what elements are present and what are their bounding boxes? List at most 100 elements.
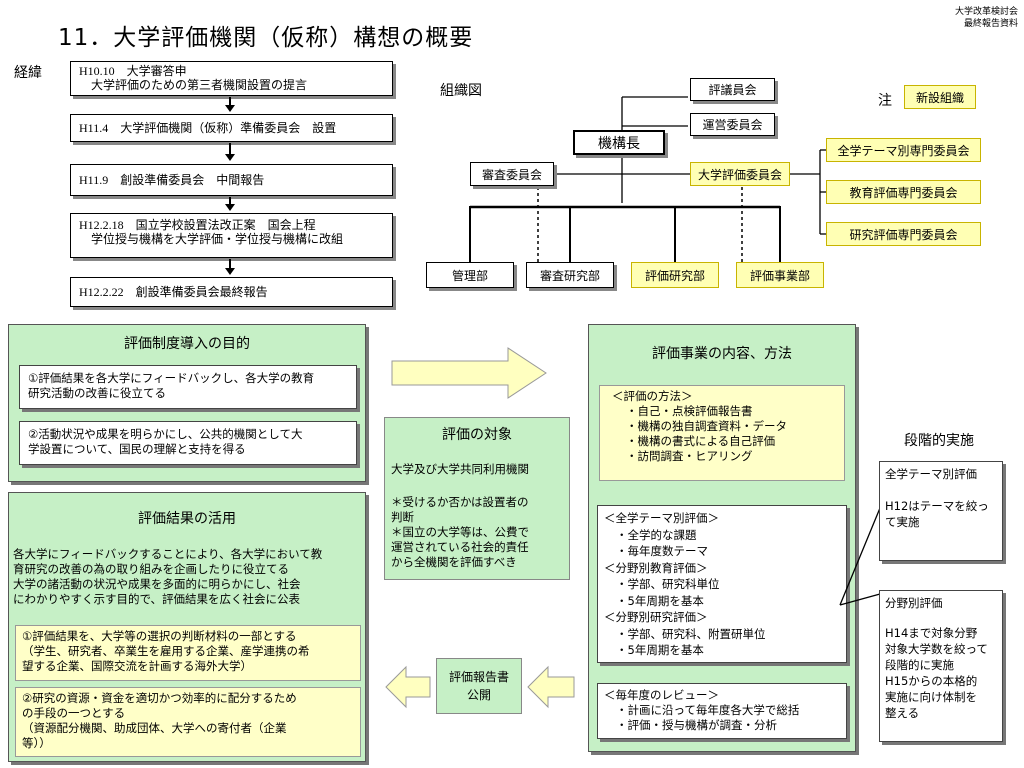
usage-item-text: （学生、研究者、卒業生を雇用する企業、産学連携の希 xyxy=(22,644,310,658)
eval-types-text: ・学部、研究科、附置研単位 xyxy=(616,626,766,641)
management-committee-box: 運営委員会 xyxy=(690,113,775,136)
eval-types-text: ＜全学テーマ別評価＞ xyxy=(604,511,719,525)
usage-item-text: （資源配分機関、助成団体、大学への寄付者（企業 xyxy=(22,721,287,735)
org-connectors xyxy=(469,96,826,262)
timeline-text: H10.10 大学審答申 xyxy=(79,64,187,78)
eval-committee-box: 大学評価委員会 xyxy=(690,162,790,186)
usage-panel: 評価結果の活用 各大学にフィードバックすることにより、各大学において教 育研究の… xyxy=(8,492,366,762)
department-box: 評価研究部 xyxy=(631,262,719,288)
council-box: 評議員会 xyxy=(690,78,775,101)
eval-types-text: ・5年周期を基本 xyxy=(616,593,704,608)
purpose-text: 研究活動の改善に役立てる xyxy=(28,386,166,400)
annual-text: ・計画に沿って毎年度各大学で総括 xyxy=(616,703,800,717)
eval-types-text: ＜分野別教育評価＞ xyxy=(604,560,708,575)
phased-text: 分野別評価 xyxy=(885,596,943,610)
annual-text: ・評価・授与機構が調査・分析 xyxy=(616,718,777,732)
phased-text: 段階的に実施 xyxy=(885,658,954,672)
timeline-arrow xyxy=(225,97,235,112)
annual-text: ＜毎年度のレビュー＞ xyxy=(604,688,719,702)
timeline-arrow xyxy=(225,259,235,275)
methods-text: ・自己・点検評価報告書 xyxy=(626,404,753,418)
methods-text: ・訪問調査・ヒアリング xyxy=(626,449,753,463)
usage-description: 各大学にフィードバックすることにより、各大学において教 育研究の改善の為の取り組… xyxy=(13,547,322,607)
phased-text: H15からの本格的 xyxy=(885,674,978,688)
report-text: 評価報告書 xyxy=(448,670,509,684)
usage-text: 大学の諸活動の状況や成果を多面的に明らかにし、社会 xyxy=(13,577,301,591)
usage-item: ①評価結果を、大学等の選択の判断材料の一部とする （学生、研究者、卒業生を雇用す… xyxy=(15,625,361,681)
department-box: 評価事業部 xyxy=(736,262,824,288)
timeline-text: 学位授与機構を大学評価・学位授与機構に改組 xyxy=(79,232,344,246)
corner-note: 大学改革検討会 最終報告資料 xyxy=(955,6,1018,30)
timeline-item: H11.9 創設準備委員会 中間報告 xyxy=(70,164,393,196)
phased-title: 段階的実施 xyxy=(904,433,974,449)
target-main: 大学及び大学共同利用機関 xyxy=(391,462,529,476)
timeline-text: H11.4 大学評価機関（仮称）準備委員会 設置 xyxy=(79,121,337,135)
timeline-item: H12.2.22 創設準備委員会最終報告 xyxy=(70,277,393,307)
eval-types-text: ・学部、研究科単位 xyxy=(616,577,720,591)
usage-text: にわかりやすく示す目的で、評価結果を広く社会に公表 xyxy=(13,592,301,606)
phased-text: 整える xyxy=(885,706,920,720)
usage-title: 評価結果の活用 xyxy=(138,511,236,527)
timeline-text: H11.9 創設準備委員会 中間報告 xyxy=(79,173,265,187)
phased-spacer xyxy=(885,611,997,625)
purpose-text: ①評価結果を各大学にフィードバックし、各大学の教育 xyxy=(28,371,315,385)
phased-text: 実施に向け体制を xyxy=(885,690,977,704)
phased-box-field: 分野別評価 H14まで対象分野 対象大学数を絞って 段階的に実施 H15からの本… xyxy=(879,590,1003,742)
expert-committee-box: 全学テーマ別専門委員会 xyxy=(826,138,981,162)
purpose-text: ②活動状況や成果を明らかにし、公共的機関として大 xyxy=(28,427,303,441)
eval-types-text: ・毎年度数テーマ xyxy=(616,544,708,558)
target-note-text: ＊受けるか否かは設置者の xyxy=(391,495,529,509)
eval-types-text: ・全学的な課題 xyxy=(616,527,697,542)
phased-box-theme: 全学テーマ別評価 H12はテーマを絞っ て実施 xyxy=(879,461,1003,561)
usage-text: 各大学にフィードバックすることにより、各大学において教 xyxy=(13,547,323,561)
usage-item: ②研究の資源・資金を適切かつ効率的に配分するため の手段の一つとする （資源配分… xyxy=(15,687,361,757)
page-title: 11．大学評価機関（仮称）構想の概要 xyxy=(58,25,474,51)
purpose-panel: 評価制度導入の目的 ①評価結果を各大学にフィードバックし、各大学の教育 研究活動… xyxy=(8,324,366,482)
timeline-text: H12.2.18 国立学校設置法改正案 国会上程 xyxy=(79,218,316,232)
target-note-text: 運営されている社会的責任 xyxy=(391,540,529,554)
methods-text: ＜評価の方法＞ xyxy=(612,389,693,403)
methods-box: ＜評価の方法＞ ・自己・点検評価報告書 ・機構の独自調査資料・データ ・機構の書… xyxy=(599,385,845,481)
phased-text: 対象大学数を絞って xyxy=(885,642,988,656)
methods-text: ・機構の書式による自己評価 xyxy=(626,434,776,448)
usage-item-text: 望する企業、国際交流を計画する海外大学） xyxy=(22,659,252,673)
left-arrow-icon xyxy=(527,665,575,709)
head-box: 機構長 xyxy=(573,130,665,155)
purpose-item: ①評価結果を各大学にフィードバックし、各大学の教育 研究活動の改善に役立てる xyxy=(19,365,357,409)
target-note-text: 判断 xyxy=(391,510,414,524)
phased-connectors xyxy=(839,507,881,606)
usage-item-text: の手段の一つとする xyxy=(22,706,126,720)
purpose-item: ②活動状況や成果を明らかにし、公共的機関として大 学設置について、国民の理解と支… xyxy=(19,421,357,465)
business-title: 評価事業の内容、方法 xyxy=(652,346,792,362)
phased-text: 全学テーマ別評価 xyxy=(885,467,977,481)
timeline-label: 経緯 xyxy=(14,65,42,81)
usage-text: 育研究の改善の為の取り組みを企画したりに役立てる xyxy=(13,562,289,576)
expert-committee-box: 教育評価専門委員会 xyxy=(826,180,981,204)
department-box: 審査研究部 xyxy=(526,262,614,288)
usage-item-text: 等）） xyxy=(22,736,51,750)
eval-types-text: ・5年周期を基本 xyxy=(616,643,704,657)
usage-item-text: ①評価結果を、大学等の選択の判断材料の一部とする xyxy=(22,629,297,643)
target-panel: 評価の対象 大学及び大学共同利用機関 ＊受けるか否かは設置者の 判断 ＊国立の大… xyxy=(384,417,570,580)
expert-committee-box: 研究評価専門委員会 xyxy=(826,222,981,246)
target-note-text: から全機関を評価すべき xyxy=(391,555,517,569)
new-org-legend: 新設組織 xyxy=(904,85,976,109)
left-arrow-icon xyxy=(385,665,431,709)
annual-review-box: ＜毎年度のレビュー＞ ・計画に沿って毎年度各大学で総括 ・評価・授与機構が調査・… xyxy=(597,683,847,739)
business-panel: 評価事業の内容、方法 ＜評価の方法＞ ・自己・点検評価報告書 ・機構の独自調査資… xyxy=(588,324,856,752)
report-box: 評価報告書 公開 xyxy=(436,658,522,714)
usage-item-text: ②研究の資源・資金を適切かつ効率的に配分するため xyxy=(22,691,297,705)
eval-types-text: ＜分野別研究評価＞ xyxy=(604,610,708,624)
review-committee-box: 審査委員会 xyxy=(470,162,554,186)
corner-line: 最終報告資料 xyxy=(963,19,1018,29)
target-note-text: ＊国立の大学等は、公費で xyxy=(391,525,529,539)
corner-line: 大学改革検討会 xyxy=(954,7,1018,17)
phased-spacer xyxy=(885,482,997,498)
timeline-text: 大学評価のための第三者機関設置の提言 xyxy=(79,78,308,92)
timeline-text: H12.2.22 創設準備委員会最終報告 xyxy=(79,285,268,299)
org-chart-label: 組織図 xyxy=(440,83,482,99)
timeline-arrow xyxy=(225,197,235,211)
note-label: 注 xyxy=(878,93,892,109)
purpose-title: 評価制度導入の目的 xyxy=(124,336,250,352)
timeline-arrow xyxy=(225,143,235,161)
